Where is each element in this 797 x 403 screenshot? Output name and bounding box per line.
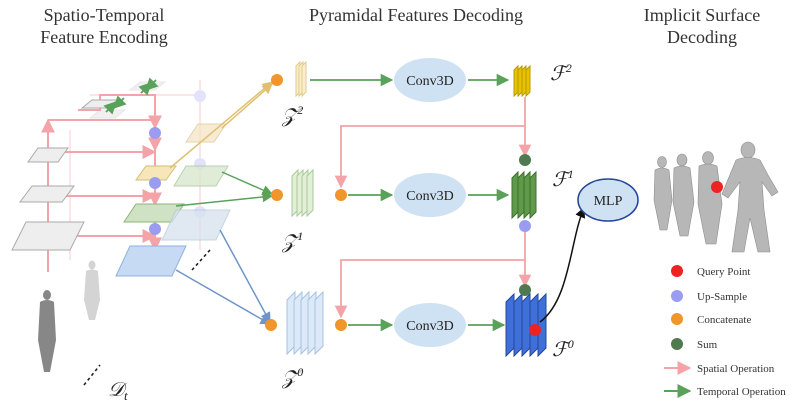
- f2-label: ℱ2: [550, 61, 572, 85]
- upsample-node: [149, 177, 161, 189]
- z0-label: 𝒵0: [281, 365, 303, 389]
- upsample-node: [519, 220, 531, 232]
- blue-link: [219, 229, 271, 323]
- blue-link: [175, 269, 271, 325]
- legend: Query Point Up-Sample Concatenate Sum Sp…: [664, 265, 786, 398]
- encoding-heading: Spatio-Temporal Feature Encoding: [4, 4, 204, 48]
- spatial-link: [78, 94, 162, 130]
- time-ellipsis: [83, 364, 101, 386]
- legend-label: Temporal Operation: [697, 386, 786, 398]
- z1-label: 𝒵1: [281, 229, 303, 253]
- encoder-plane-l4: [80, 99, 120, 109]
- input-point-cloud-1: [38, 290, 56, 372]
- encoding-heading-line2: Feature Encoding: [40, 27, 168, 47]
- conv3d-label: Conv3D: [406, 319, 453, 334]
- z2-feature-stack: [295, 60, 307, 98]
- legend-item-temporal-op: Temporal Operation: [664, 384, 786, 398]
- decoder-section: 𝒵2 𝒵1 𝒵0 Conv3D Conv3D: [265, 58, 639, 389]
- concat-node: [335, 319, 347, 331]
- conv3d-block-top: Conv3D: [394, 58, 466, 102]
- legend-item-sum: Sum: [671, 338, 718, 351]
- spatial-link: [48, 119, 162, 152]
- legend-item-query-point: Query Point: [671, 265, 750, 278]
- implicit-heading-line1: Implicit Surface: [643, 5, 761, 25]
- encoder-to-z-links: [169, 81, 274, 325]
- query-point-swatch: [671, 265, 683, 277]
- temporal-link: [113, 95, 127, 109]
- z2-label: 𝒵2: [281, 103, 303, 127]
- query-point-marker: [711, 181, 723, 193]
- temporal-link: [145, 77, 159, 91]
- output-meshes: [653, 141, 779, 253]
- conv3d-label: Conv3D: [406, 74, 453, 89]
- encoder-plane-blue-faded: [161, 209, 231, 241]
- decoder-spatial-links: [334, 97, 532, 319]
- encoder-plane-l1: [11, 221, 85, 251]
- legend-item-spatial-op: Spatial Operation: [664, 361, 775, 375]
- f0-label: ℱ0: [552, 337, 574, 361]
- f1-feature-stack: [511, 170, 537, 220]
- f0-feature-stack: [505, 292, 547, 358]
- implicit-heading-line2: Decoding: [667, 27, 737, 47]
- decoding-heading: Pyramidal Features Decoding: [309, 5, 523, 25]
- output-mesh-4: [721, 141, 779, 253]
- upsample-swatch: [671, 290, 683, 302]
- sum-swatch: [671, 338, 683, 350]
- spatial-link: [334, 125, 525, 189]
- encoder-plane-l2: [19, 185, 75, 203]
- temporal-link: [175, 191, 274, 207]
- mlp-block: MLP: [577, 178, 639, 222]
- concat-node: [271, 189, 283, 201]
- legend-label: Sum: [697, 339, 718, 351]
- concat-swatch: [671, 313, 683, 325]
- query-to-mlp-link: [539, 207, 586, 323]
- legend-label: Concatenate: [697, 314, 751, 326]
- legend-label: Spatial Operation: [697, 363, 775, 375]
- sum-node: [519, 154, 531, 166]
- decoder-temporal-links: [310, 73, 510, 332]
- concat-node: [271, 74, 283, 86]
- upsample-node: [149, 127, 161, 139]
- encoder-plane-gold: [135, 165, 177, 181]
- legend-label: Query Point: [697, 266, 750, 278]
- conv3d-block-mid: Conv3D: [394, 173, 466, 217]
- temporal-link: [221, 171, 273, 195]
- concat-node: [335, 189, 347, 201]
- input-sequence-label: 𝒟t: [108, 379, 128, 403]
- legend-item-up-sample: Up-Sample: [671, 290, 747, 303]
- query-point-marker: [529, 324, 541, 336]
- encoder-temporal-links: [103, 77, 159, 115]
- gold-link: [169, 81, 273, 169]
- output-mesh-2: [672, 153, 695, 237]
- upsample-node: [149, 223, 161, 235]
- encoder-plane-l3: [27, 147, 69, 163]
- legend-label: Up-Sample: [697, 291, 747, 303]
- gold-link: [221, 83, 273, 129]
- z1-feature-stack: [291, 168, 314, 218]
- level-ellipsis: [191, 249, 211, 271]
- conv3d-block-bot: Conv3D: [394, 303, 466, 347]
- output-mesh-3: [697, 151, 723, 245]
- encoder-section: 𝒟t: [11, 77, 231, 403]
- spatial-link: [334, 259, 525, 319]
- concat-node: [265, 319, 277, 331]
- mlp-label: MLP: [594, 194, 623, 209]
- f1-label: ℱ1: [552, 167, 574, 191]
- z0-feature-stack: [286, 290, 324, 356]
- sum-node: [519, 284, 531, 296]
- f2-feature-stack: [513, 64, 531, 98]
- legend-item-concatenate: Concatenate: [671, 313, 751, 326]
- output-mesh-1: [653, 156, 673, 231]
- input-point-cloud-2: [84, 260, 100, 320]
- conv3d-label: Conv3D: [406, 189, 453, 204]
- encoding-heading-line1: Spatio-Temporal: [43, 5, 165, 25]
- encoder-plane-green-faded: [173, 165, 229, 187]
- encoder-plane-blue: [115, 245, 187, 277]
- implicit-heading: Implicit Surface Decoding: [612, 4, 792, 48]
